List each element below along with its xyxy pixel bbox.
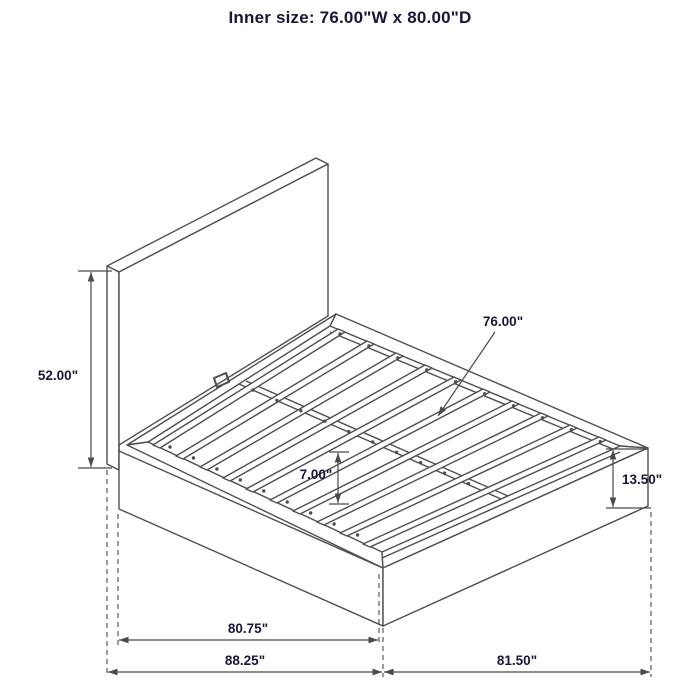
platform-rails [118,313,649,627]
dim-label-overall-depth: 88.25" [225,653,265,668]
slat [222,364,433,482]
right-rail-inner-face [329,331,621,453]
dim-label-deck-height: 7.00" [300,467,333,482]
dim-label-slat-length: 76.00" [483,314,523,329]
slat [175,340,375,460]
dim-label-overall-width: 81.50" [497,653,537,668]
slat [339,424,578,537]
slat [269,388,491,504]
dimension-deck-height: 7.00" [300,451,349,505]
headboard [106,157,329,471]
right-rail-band [329,313,649,449]
dim-label-side-rail-height: 13.50" [622,472,662,487]
slat [292,400,520,515]
dimension-overall-depth: 88.25" [108,653,382,676]
headboard-panel [118,163,329,446]
extension-dashed-lines [106,470,652,677]
dimension-headboard-height: 52.00" [38,270,112,469]
dim-label-inner-depth: 80.75" [228,621,268,636]
slat [316,412,549,526]
page-title: Inner size: 76.00"W x 80.00"D [228,8,472,27]
slat [362,436,607,548]
dimension-side-rail-height: 13.50" [606,448,662,509]
headboard-left-edge [106,265,120,471]
mounting-bracket-detail [213,372,230,388]
foot-rail-outer-face [382,447,649,627]
leader-line [437,331,496,417]
dimension-overall-width: 81.50" [384,653,650,676]
dim-label-headboard-height: 52.00" [38,368,78,383]
slat [152,328,346,449]
foot-rail-inner-face [381,451,621,559]
slat [245,376,462,493]
dimension-inner-depth: 80.75" [119,621,378,644]
dimension-slat-length: 76.00" [437,314,523,417]
slat-deck [152,328,607,548]
